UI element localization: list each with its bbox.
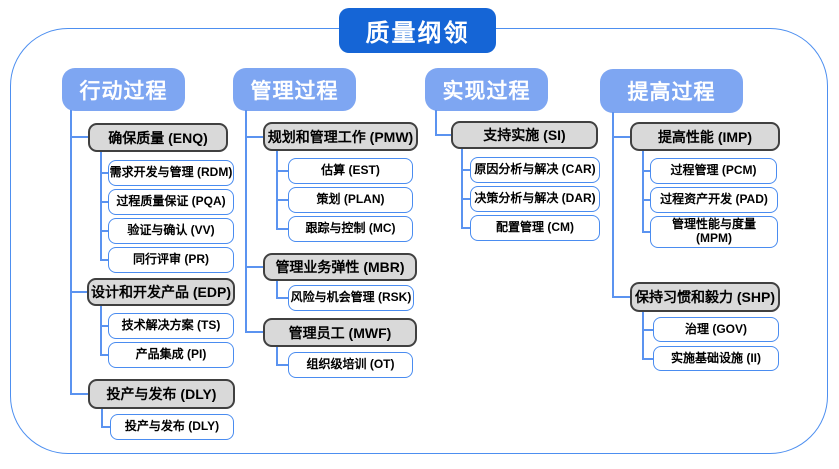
node-plan: 策划 (PLAN) <box>288 187 413 213</box>
connector-line <box>100 325 108 327</box>
column-header-improvement: 提高过程 <box>600 69 743 113</box>
connector-line <box>642 231 650 233</box>
connector-line <box>612 136 630 138</box>
connector-line <box>642 329 653 331</box>
connector-line <box>70 291 87 293</box>
connector-line <box>100 172 108 174</box>
node-dly-child: 投产与发布 (DLY) <box>110 414 234 440</box>
connector-line <box>276 280 278 299</box>
node-enq: 确保质量 (ENQ) <box>88 123 228 152</box>
connector-line <box>612 296 630 298</box>
node-pi: 产品集成 (PI) <box>108 342 234 368</box>
column-header-action: 行动过程 <box>62 68 185 111</box>
connector-line <box>642 358 653 360</box>
node-cm: 配置管理 (CM) <box>470 215 600 241</box>
connector-line <box>100 259 108 261</box>
connector-line <box>276 199 288 201</box>
node-rdm: 需求开发与管理 (RDM) <box>108 160 234 186</box>
connector-line <box>276 228 288 230</box>
node-pmw: 规划和管理工作 (PMW) <box>263 122 418 151</box>
connector-line <box>101 426 110 428</box>
node-mc: 跟踪与控制 (MC) <box>288 216 413 242</box>
connector-line <box>276 364 288 366</box>
column-header-management: 管理过程 <box>233 68 356 111</box>
connector-line <box>100 354 108 356</box>
connector-line <box>100 230 108 232</box>
connector-line <box>101 408 103 428</box>
connector-line <box>435 134 451 136</box>
node-dar: 决策分析与解决 (DAR) <box>470 186 600 212</box>
connector-line <box>100 305 102 356</box>
column-header-implementation: 实现过程 <box>425 68 548 111</box>
node-pcm: 过程管理 (PCM) <box>650 158 777 184</box>
node-vv: 验证与确认 (VV) <box>108 218 234 244</box>
connector-line <box>276 297 288 299</box>
node-pad: 过程资产开发 (PAD) <box>650 187 778 213</box>
node-shp: 保持习惯和毅力 (SHP) <box>630 282 780 312</box>
node-pqa: 过程质量保证 (PQA) <box>108 189 234 215</box>
connector-line <box>642 199 650 201</box>
node-ts: 技术解决方案 (TS) <box>108 313 234 339</box>
connector-line <box>276 170 288 172</box>
connector-line <box>100 151 102 261</box>
connector-line <box>461 148 463 229</box>
node-car: 原因分析与解决 (CAR) <box>470 157 600 183</box>
node-si: 支持实施 (SI) <box>451 121 598 149</box>
connector-line <box>642 150 644 233</box>
connector-line <box>435 110 437 136</box>
node-mbr: 管理业务弹性 (MBR) <box>263 253 417 281</box>
node-imp: 提高性能 (IMP) <box>630 122 780 151</box>
node-mpm: 管理性能与度量 (MPM) <box>650 216 778 248</box>
connector-line <box>70 393 88 395</box>
node-rsk: 风险与机会管理 (RSK) <box>288 285 414 311</box>
connector-line <box>70 110 72 395</box>
connector-line <box>100 201 108 203</box>
node-ot: 组织级培训 (OT) <box>288 352 413 378</box>
connector-line <box>461 227 470 229</box>
connector-line <box>245 136 263 138</box>
node-gov: 治理 (GOV) <box>653 317 779 342</box>
connector-line <box>70 136 88 138</box>
diagram-title: 质量纲领 <box>339 8 496 53</box>
connector-line <box>245 266 263 268</box>
connector-line <box>642 310 644 360</box>
connector-line <box>245 331 263 333</box>
connector-line <box>461 169 470 171</box>
node-edp: 设计和开发产品 (EDP) <box>87 278 235 306</box>
node-dly: 投产与发布 (DLY) <box>88 379 235 409</box>
connector-line <box>245 110 247 333</box>
connector-line <box>461 198 470 200</box>
node-est: 估算 (EST) <box>288 158 413 184</box>
connector-line <box>612 112 614 298</box>
node-pr: 同行评审 (PR) <box>108 247 234 273</box>
node-mwf: 管理员工 (MWF) <box>263 318 417 347</box>
connector-line <box>276 150 278 230</box>
connector-line <box>276 346 278 366</box>
node-ii: 实施基础设施 (II) <box>653 346 779 371</box>
connector-line <box>642 170 650 172</box>
